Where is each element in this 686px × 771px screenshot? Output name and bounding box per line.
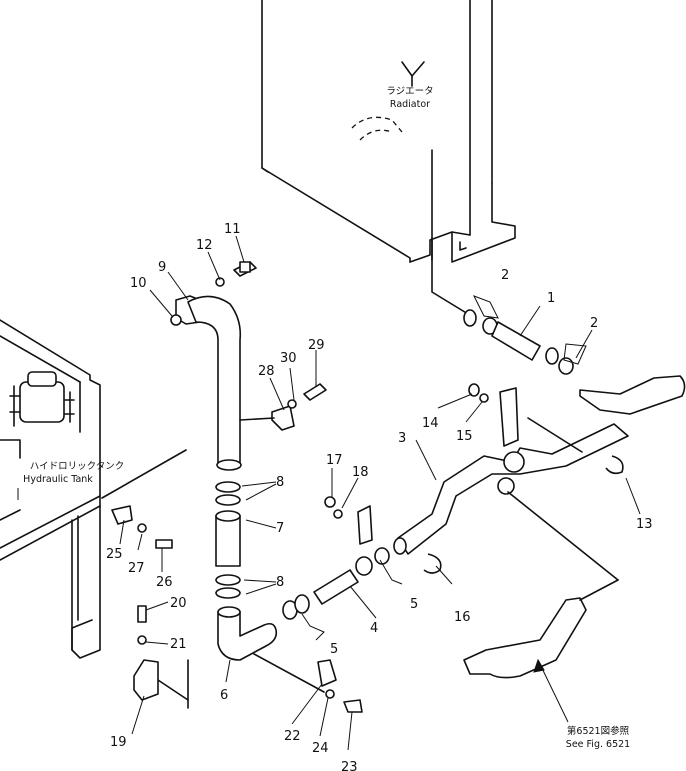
callout-8b: 8 — [276, 575, 284, 590]
hydraulic-tank — [0, 319, 187, 659]
callout-21: 21 — [170, 637, 187, 652]
callout-23: 23 — [341, 760, 358, 771]
callout-12: 12 — [196, 238, 213, 253]
tank-label-jp: ハイドロリックタンク — [30, 461, 124, 472]
callout-1: 1 — [547, 291, 555, 306]
callout-30: 30 — [280, 351, 297, 366]
callout-5a: 5 — [410, 597, 418, 612]
fasteners-left — [111, 261, 363, 713]
callout-3: 3 — [398, 431, 406, 446]
callout-26: 26 — [156, 575, 173, 590]
leader-lines — [119, 235, 641, 751]
callout-17: 17 — [326, 453, 343, 468]
callout-5b: 5 — [330, 642, 338, 657]
callout-11: 11 — [224, 222, 241, 237]
radiator-hose — [463, 309, 574, 375]
reference-note-jp: 第6521図参照 — [567, 725, 630, 737]
callout-24: 24 — [312, 741, 329, 756]
radiator-label-en: Radiator — [390, 99, 430, 110]
radiator — [261, 0, 516, 315]
callout-numbers: 1 2 2 3 4 5 5 6 7 8 8 9 10 11 12 13 14 1… — [106, 222, 653, 771]
suction-pipe — [157, 295, 325, 709]
callout-15: 15 — [456, 429, 473, 444]
callout-2a: 2 — [501, 268, 509, 283]
callout-20: 20 — [170, 596, 187, 611]
callout-22: 22 — [284, 729, 301, 744]
callout-16: 16 — [454, 610, 471, 625]
callout-7: 7 — [276, 521, 284, 536]
return-pipe — [282, 375, 686, 679]
reference-note-en: See Fig. 6521 — [566, 739, 630, 750]
callout-25: 25 — [106, 547, 123, 562]
callout-14: 14 — [422, 416, 439, 431]
callout-29: 29 — [308, 338, 325, 353]
callout-27: 27 — [128, 561, 145, 576]
callout-9: 9 — [158, 260, 166, 275]
reference-arrowhead — [533, 658, 545, 673]
callout-6: 6 — [220, 688, 228, 703]
callout-10: 10 — [130, 276, 147, 291]
callout-13: 13 — [636, 517, 653, 532]
callout-4: 4 — [370, 621, 378, 636]
tank-label-en: Hydraulic Tank — [23, 474, 93, 485]
callout-28: 28 — [258, 364, 275, 379]
radiator-label-jp: ラジエータ — [386, 86, 433, 97]
callout-19: 19 — [110, 735, 127, 750]
callout-8a: 8 — [276, 475, 284, 490]
callout-2b: 2 — [590, 316, 598, 331]
callout-18: 18 — [352, 465, 369, 480]
